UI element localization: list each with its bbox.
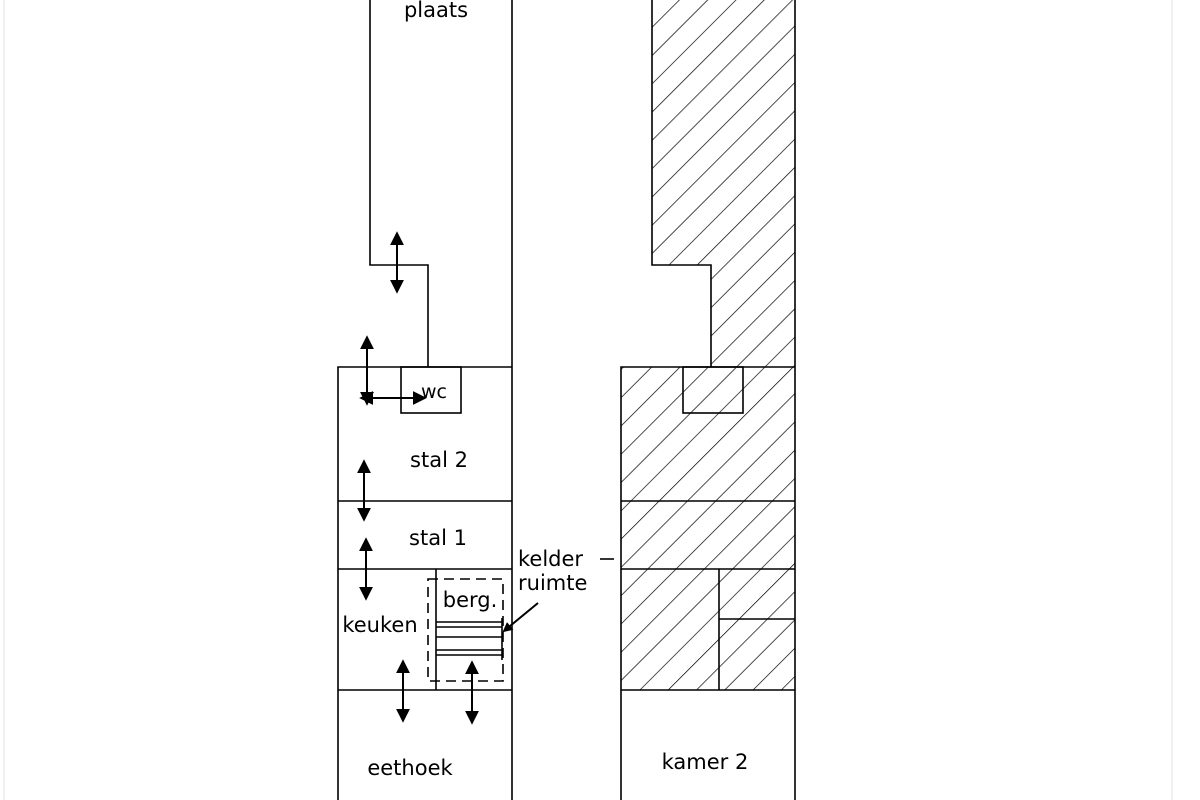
room-label-wc: wc xyxy=(421,381,447,403)
room-label-eethoek: eethoek xyxy=(367,756,453,780)
room-label-kamer2: kamer 2 xyxy=(662,750,749,774)
right-small-box xyxy=(682,366,744,414)
left-floor-plan: plaats wc stal 2 stal 1 keuken berg. kel… xyxy=(337,0,614,800)
wc-box xyxy=(400,366,462,414)
kelder-pointer-arrow xyxy=(502,602,539,633)
right-floor-plan: kamer 2 xyxy=(620,0,796,800)
room-label-stal2: stal 2 xyxy=(410,448,468,472)
room-label-berg: berg. xyxy=(443,588,498,612)
hatched-area xyxy=(621,0,795,690)
room-label-plaats: plaats xyxy=(404,0,468,22)
room-label-stal1: stal 1 xyxy=(409,526,467,550)
stairs xyxy=(436,618,503,660)
room-label-keuken: keuken xyxy=(342,613,417,637)
room-label-kelder: kelder xyxy=(518,547,583,571)
right-upper-outline xyxy=(651,0,712,367)
main-block-outline xyxy=(337,366,512,800)
room-label-ruimte: ruimte xyxy=(518,571,587,595)
